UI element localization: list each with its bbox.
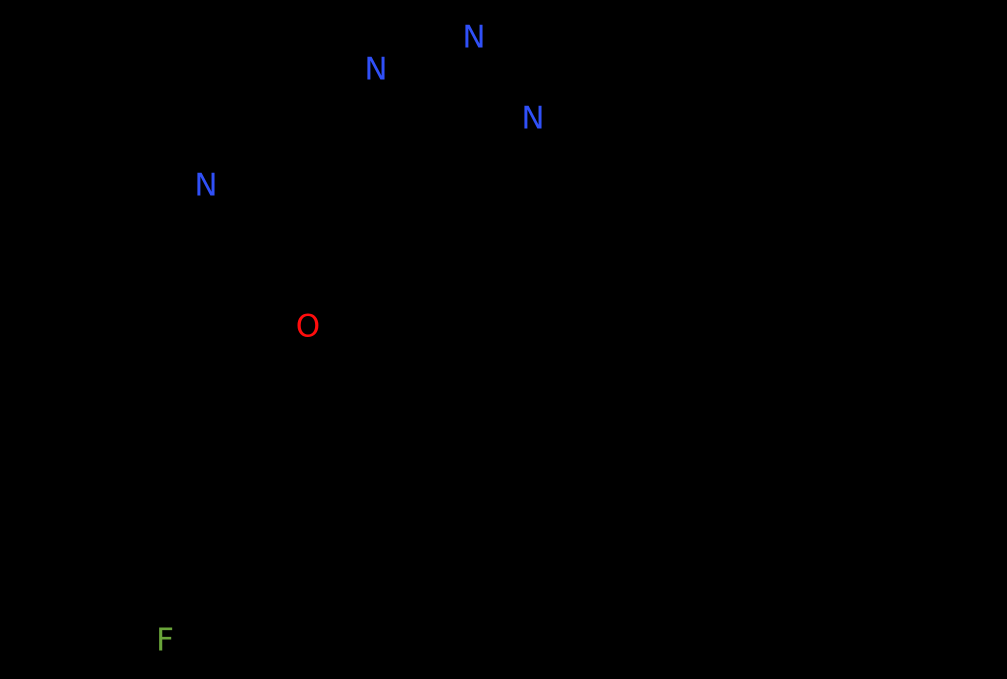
atom-nitrogen-4: N (194, 167, 218, 204)
atom-nitrogen-2: N (462, 19, 486, 56)
atom-fluorine: F (156, 622, 174, 659)
atom-nitrogen-1: N (364, 51, 388, 88)
atom-nitrogen-3: N (521, 100, 545, 137)
atom-oxygen: O (295, 308, 321, 345)
